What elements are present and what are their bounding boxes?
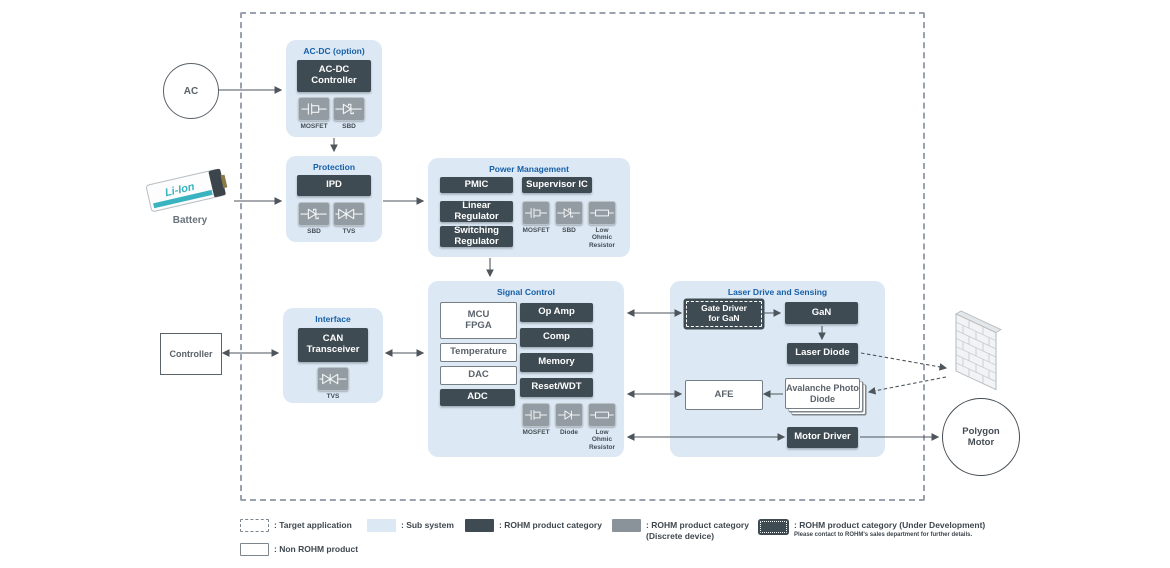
power-management-title: Power Management: [489, 164, 569, 174]
legend-swatch-sub-system: [367, 519, 396, 532]
target-application-boundary: [240, 12, 925, 501]
laser-drive-subsystem: Laser Drive and Sensing Gate Driver for …: [670, 281, 885, 457]
discrete-label: Low Ohmic Resistor: [588, 227, 615, 249]
op-amp-box: Op Amp: [520, 303, 593, 322]
avalanche-photo-diode-box: Avalanche Photo Diode: [785, 378, 860, 409]
tvs-icon: [317, 367, 349, 391]
mosfet-icon: [522, 403, 550, 427]
discrete-label: MOSFET: [522, 429, 550, 436]
acdc-controller-box: AC-DC Controller: [297, 60, 371, 92]
discrete-label: MOSFET: [522, 227, 550, 234]
sbd-icon: [333, 97, 365, 121]
signal-control-subsystem: Signal Control MCU FPGA Temperature DAC …: [428, 281, 624, 457]
comp-box: Comp: [520, 328, 593, 347]
legend-item-rohm-product: : ROHM product category: [465, 519, 602, 532]
legend-label: : Sub system: [401, 520, 454, 530]
legend-label: : ROHM product category: [499, 520, 602, 530]
diode-icon: [555, 403, 583, 427]
linear-regulator-box: Linear Regulator: [440, 200, 513, 222]
legend-swatch-under-development: [760, 521, 787, 533]
supervisor-ic-box: Supervisor IC: [522, 177, 592, 193]
discrete-label: SBD: [562, 227, 576, 234]
protection-subsystem: Protection IPD SBD TVS: [286, 156, 382, 242]
controller-label: Controller: [169, 349, 213, 359]
legend-item-discrete-device: : ROHM product category (Discrete device…: [612, 519, 758, 541]
legend-swatch-rohm-product: [465, 519, 494, 532]
brick-wall-icon: [955, 310, 1002, 391]
discrete-label: TVS: [342, 228, 356, 235]
motor-driver-box: Motor Driver: [787, 427, 858, 448]
temperature-box: Temperature: [440, 343, 517, 362]
polygon-motor-label: Polygon Motor: [962, 426, 1000, 448]
legend-swatch-target-application: [240, 519, 269, 532]
gate-driver-gan-box: Gate Driver for GaN: [686, 301, 762, 327]
discrete-label: TVS: [326, 393, 340, 400]
mosfet-icon: [298, 97, 330, 121]
interface-subsystem: Interface CAN Transceiver TVS: [283, 308, 383, 403]
legend-label: : ROHM product category (Under Developme…: [794, 520, 986, 530]
signal-control-title: Signal Control: [496, 287, 556, 297]
legend-item-under-development: : ROHM product category (Under Developme…: [758, 519, 985, 538]
legend-item-non-rohm: : Non ROHM product: [240, 543, 358, 556]
interface-title: Interface: [315, 314, 351, 324]
mcu-fpga-box: MCU FPGA: [440, 302, 517, 339]
legend-note: Please contact to ROHM's sales departmen…: [794, 531, 973, 538]
battery-label: Battery: [172, 215, 208, 226]
controller-node: Controller: [160, 333, 222, 375]
laser-diode-box: Laser Diode: [787, 343, 858, 364]
power-management-subsystem: Power Management PMIC Supervisor IC Line…: [428, 158, 630, 257]
pmic-box: PMIC: [440, 177, 513, 193]
tvs-icon: [333, 202, 365, 226]
ac-node: AC: [163, 63, 219, 119]
dac-box: DAC: [440, 366, 517, 385]
mosfet-icon: [522, 201, 550, 225]
memory-box: Memory: [520, 353, 593, 372]
reset-wdt-box: Reset/WDT: [520, 378, 593, 397]
legend-item-target-application: : Target application: [240, 519, 352, 532]
low-ohmic-resistor-icon: [588, 201, 616, 225]
sbd-icon: [555, 201, 583, 225]
ipd-box: IPD: [297, 175, 371, 196]
can-transceiver-box: CAN Transceiver: [298, 328, 368, 362]
afe-box: AFE: [685, 380, 763, 410]
sbd-icon: [298, 202, 330, 226]
polygon-motor-node: Polygon Motor: [942, 398, 1020, 476]
discrete-label: SBD: [342, 123, 356, 130]
gan-box: GaN: [785, 302, 858, 324]
acdc-title: AC-DC (option): [303, 46, 365, 56]
discrete-label: Diode: [559, 429, 579, 436]
legend-label: : Target application: [274, 520, 352, 530]
adc-box: ADC: [440, 389, 515, 406]
acdc-subsystem: AC-DC (option) AC-DC Controller MOSFET S…: [286, 40, 382, 137]
discrete-label: Low Ohmic Resistor: [588, 429, 615, 451]
discrete-label: MOSFET: [300, 123, 328, 130]
legend-label: : ROHM product category (Discrete device…: [646, 520, 749, 541]
legend-label: : Non ROHM product: [274, 544, 359, 554]
ac-label: AC: [183, 85, 199, 97]
discrete-label: SBD: [307, 228, 321, 235]
laser-drive-title: Laser Drive and Sensing: [727, 287, 828, 297]
switching-regulator-box: Switching Regulator: [440, 225, 513, 247]
battery-icon: Li-Ion: [145, 168, 228, 212]
low-ohmic-resistor-icon: [588, 403, 616, 427]
legend-swatch-discrete-device: [612, 519, 641, 532]
legend-swatch-non-rohm: [240, 543, 269, 556]
protection-title: Protection: [312, 162, 356, 172]
legend-item-sub-system: : Sub system: [367, 519, 454, 532]
